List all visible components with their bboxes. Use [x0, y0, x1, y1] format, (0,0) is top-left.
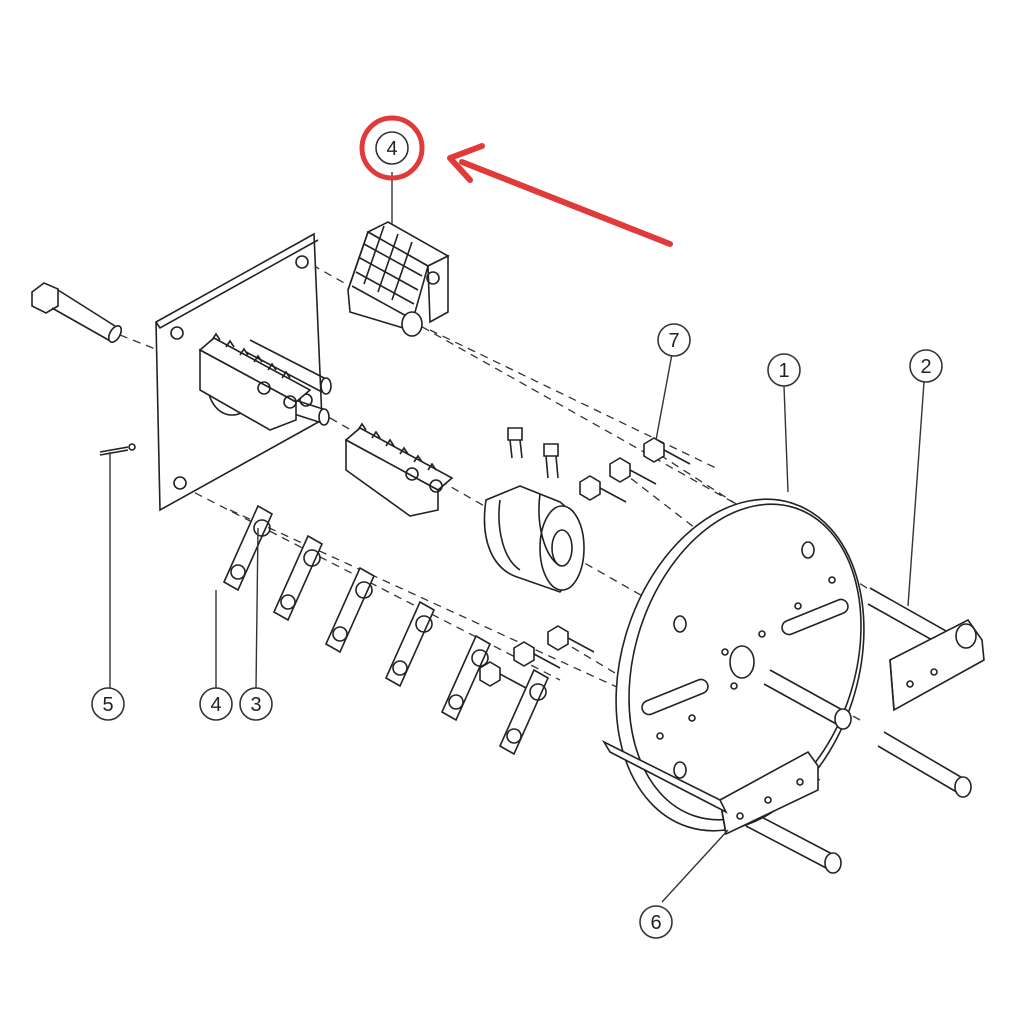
callout-7: 7: [657, 323, 691, 357]
callout-5: 5: [91, 687, 125, 721]
callout-label: 6: [650, 912, 661, 934]
long-bolt: [31, 282, 123, 343]
callout-label: 7: [668, 330, 679, 352]
callout-label: 4: [386, 138, 397, 160]
highlight-ring: [359, 115, 425, 181]
cotter-pin: [99, 443, 136, 456]
bracket-assembly-part-2: [867, 587, 985, 712]
coupling-hub: [483, 427, 585, 593]
callout-label: 1: [778, 360, 789, 382]
callout-6: 6: [639, 905, 673, 939]
callout-4-top: 4: [375, 131, 409, 165]
large-disc: [615, 498, 865, 832]
shaft-toothed-block: [344, 422, 454, 517]
callout-label: 4: [210, 694, 221, 716]
callout-3: 3: [239, 687, 273, 721]
cap-screws: [479, 437, 691, 689]
callout-label: 3: [250, 694, 261, 716]
callout-1: 1: [767, 353, 801, 387]
toothed-block-part-4: [347, 221, 450, 337]
callout-label: 2: [920, 356, 931, 378]
bracket-part-6: [601, 740, 819, 836]
leader-lines: [109, 172, 925, 903]
highlight-arrow-shaft: [459, 159, 673, 247]
highlight-annotation: [359, 115, 673, 247]
toothed-link-row: [222, 504, 550, 756]
callout-2: 2: [909, 349, 943, 383]
highlight-arrow-head: [447, 143, 485, 183]
plate-toothed-block: [198, 332, 312, 431]
callout-label: 5: [102, 694, 113, 716]
callout-4-bottom: 4: [199, 687, 233, 721]
guide-pins: [745, 669, 972, 874]
